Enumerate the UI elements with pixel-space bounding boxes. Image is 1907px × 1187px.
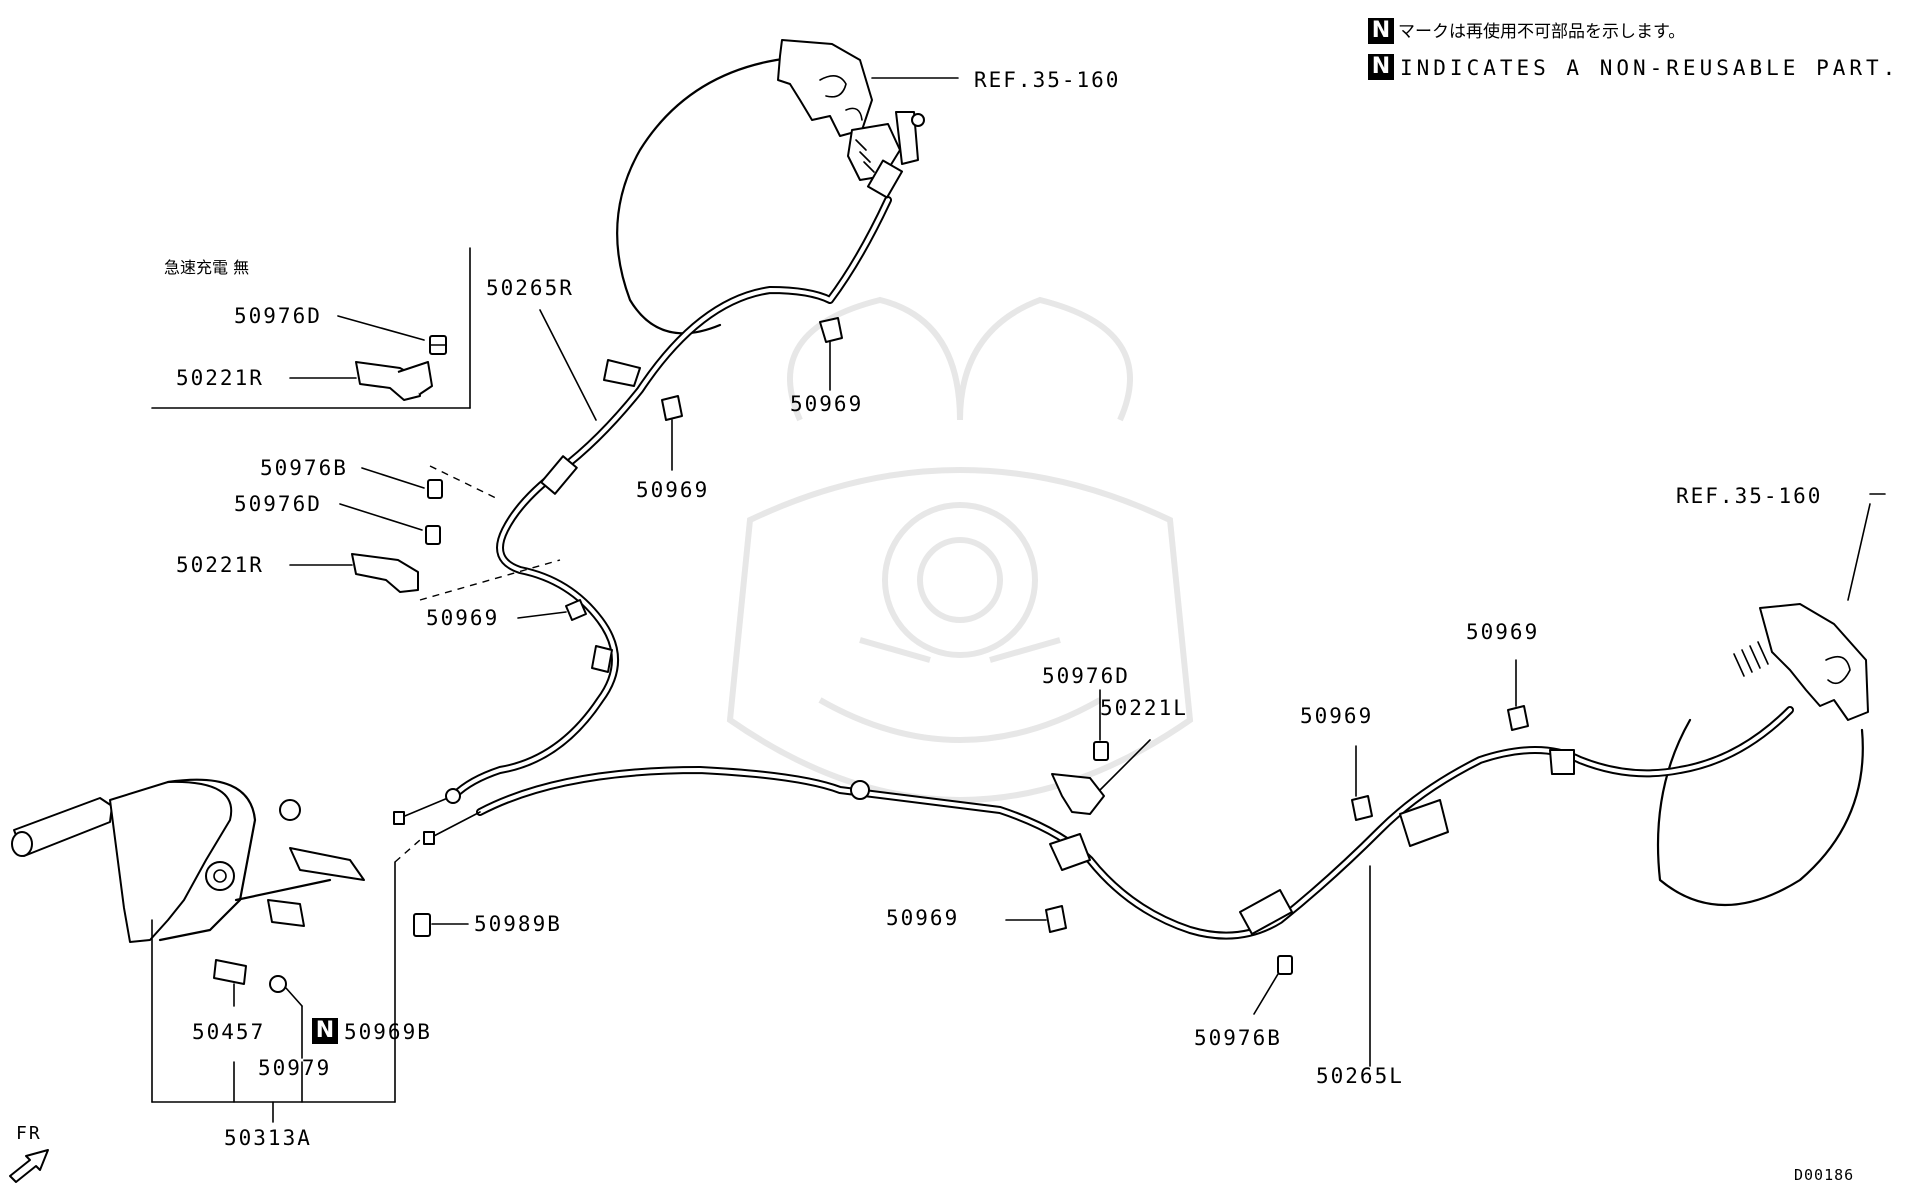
part-bolt-50976D-center <box>1093 689 1109 761</box>
label-50969-right2: 50969 <box>1466 620 1540 644</box>
part-bolt-50976B-left <box>361 467 443 499</box>
cable-50265L <box>423 706 1794 940</box>
part-nut-50969-center <box>1005 905 1067 933</box>
label-50221R-left: 50221R <box>176 553 264 577</box>
label-50976B-left: 50976B <box>260 456 348 480</box>
label-fr: FR <box>16 1123 42 1144</box>
label-50969-right1: 50969 <box>1300 704 1374 728</box>
part-nut-50969-right1 <box>1351 745 1373 821</box>
inset-bracket <box>289 361 433 401</box>
non-reusable-marker-icon: N <box>1368 18 1394 44</box>
cable-50265R <box>393 159 904 825</box>
label-50976D-left: 50976D <box>234 492 322 516</box>
part-bracket-50221L <box>1051 739 1151 815</box>
label-50969-top: 50969 <box>790 392 864 416</box>
front-arrow-icon <box>9 1149 49 1183</box>
label-50976D-inset: 50976D <box>234 304 322 328</box>
lever-group-frame <box>151 839 421 1123</box>
label-ref-top: REF.35-160 <box>974 68 1121 92</box>
right-brake-assembly <box>1656 493 1886 906</box>
part-bolt-50976D-left <box>339 503 441 545</box>
inset-frame <box>151 247 471 409</box>
part-bolt-50976B-right <box>1253 955 1293 1015</box>
part-bolt-50989B <box>413 913 469 937</box>
part-nut-50969-mid <box>661 395 683 471</box>
label-50265L: 50265L <box>1316 1064 1404 1088</box>
label-50969-left: 50969 <box>426 606 500 630</box>
part-bracket-50221R-left <box>289 465 561 601</box>
label-50221R-inset: 50221R <box>176 366 264 390</box>
inset-title: 急速充電 無 <box>164 258 250 277</box>
label-ref-right: REF.35-160 <box>1676 484 1823 508</box>
inset-bolt <box>337 315 447 355</box>
label-50976D-center: 50976D <box>1042 664 1130 688</box>
watermark-logo <box>726 296 1194 803</box>
leader-50265R <box>539 309 597 421</box>
label-50221L: 50221L <box>1100 696 1188 720</box>
legend-text-jp: マークは再使用不可部品を示します。 <box>1398 22 1686 42</box>
label-50989B: 50989B <box>474 912 562 936</box>
label-50265R: 50265R <box>486 276 574 300</box>
legend-text-en: INDICATES A NON-REUSABLE PART. <box>1400 56 1900 80</box>
diagram-code: D00186 <box>1794 1166 1855 1184</box>
label-50969B: 50969B <box>344 1020 432 1044</box>
label-50976B-right: 50976B <box>1194 1026 1282 1050</box>
label-50979: 50979 <box>258 1056 332 1080</box>
label-50457: 50457 <box>192 1020 266 1044</box>
non-reusable-marker-icon: N <box>312 1018 338 1044</box>
non-reusable-marker-icon: N <box>1368 54 1394 80</box>
label-50969-mid: 50969 <box>636 478 710 502</box>
hand-brake-lever <box>11 778 365 943</box>
part-nut-50969-top <box>819 317 843 391</box>
part-nut-50969-left <box>517 599 587 621</box>
part-clip-50457 <box>213 959 247 1007</box>
part-nut-50969-right2 <box>1507 659 1529 731</box>
part-pin-50979 <box>269 975 303 1059</box>
label-50969-center: 50969 <box>886 906 960 930</box>
label-50313A: 50313A <box>224 1126 312 1150</box>
